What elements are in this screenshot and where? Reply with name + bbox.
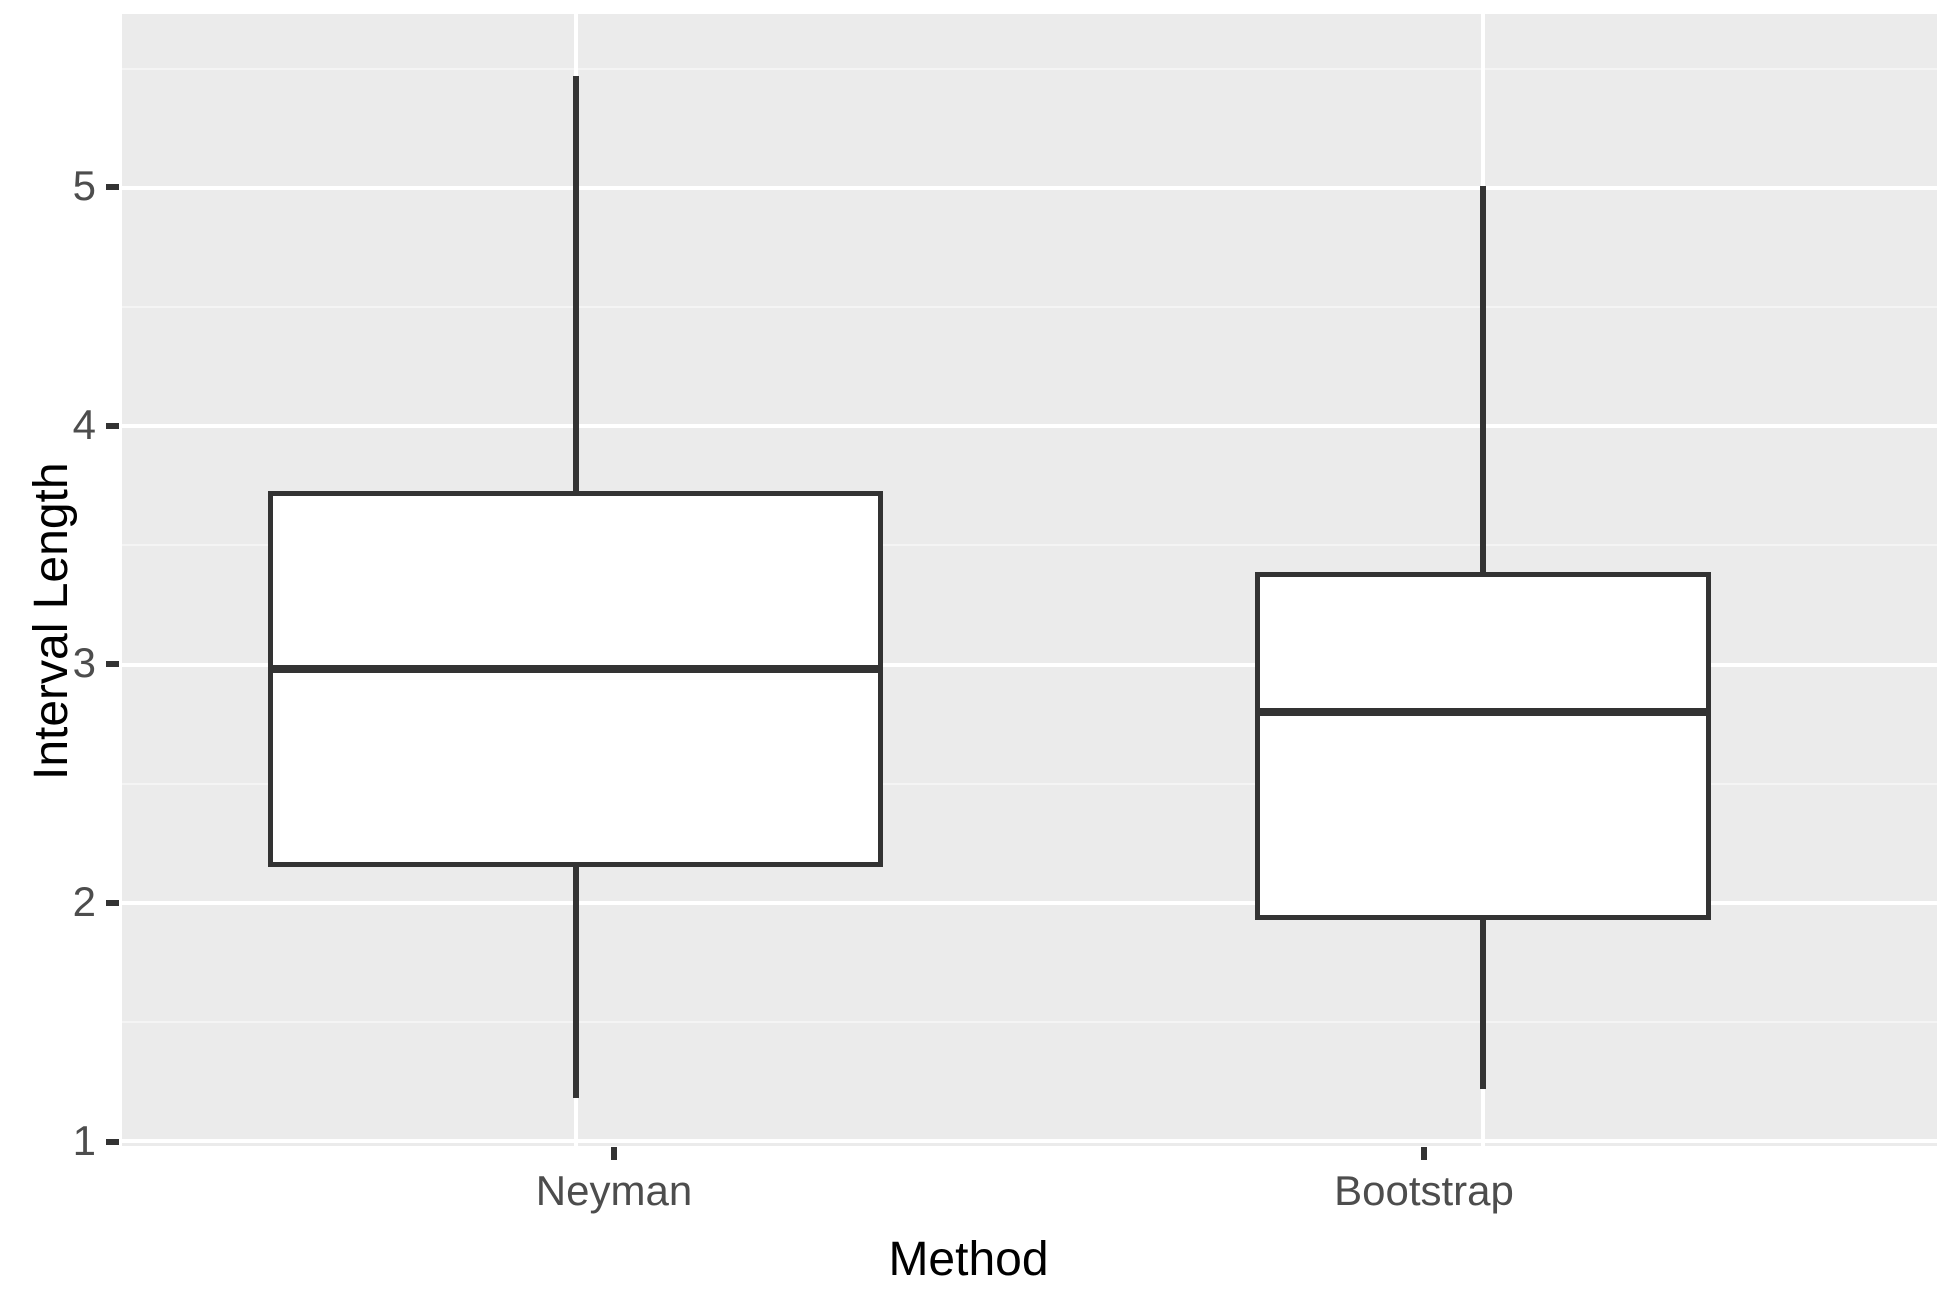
gridline-major-y-4: [122, 424, 1937, 429]
whisker-lower-bootstrap: [1480, 919, 1487, 1089]
x-axis-title: Method: [888, 1233, 1049, 1286]
y-tick-mark-2: [106, 900, 119, 906]
x-tick-mark-bootstrap: [1421, 1147, 1427, 1160]
y-tick-mark-3: [106, 661, 119, 667]
gridline-minor-y-2.5: [122, 782, 1937, 785]
box-bootstrap: [1255, 571, 1712, 920]
whisker-lower-neyman: [572, 867, 579, 1099]
gridline-minor-y-4.5: [122, 306, 1937, 309]
gridline-major-y-1: [122, 1139, 1937, 1144]
y-tick-mark-5: [106, 184, 119, 190]
y-tick-mark-4: [106, 423, 119, 429]
whisker-upper-neyman: [572, 75, 579, 491]
gridline-major-y-2: [122, 900, 1937, 905]
y-tick-mark-1: [106, 1139, 119, 1145]
median-line-neyman: [268, 665, 884, 674]
gridline-major-y-5: [122, 185, 1937, 190]
gridline-major-y-3: [122, 662, 1937, 667]
y-tick-label-2: 2: [72, 878, 96, 925]
plot-panel: [122, 14, 1937, 1146]
x-tick-mark-neyman: [611, 1147, 617, 1160]
y-axis-title: Interval Length: [25, 462, 78, 780]
y-tick-label-4: 4: [72, 401, 96, 448]
box-neyman: [268, 490, 884, 868]
whisker-upper-bootstrap: [1480, 185, 1487, 572]
x-tick-label-neyman: Neyman: [535, 1167, 693, 1214]
y-tick-label-3: 3: [72, 639, 96, 686]
x-tick-label-bootstrap: Bootstrap: [1334, 1167, 1514, 1214]
gridline-minor-y-1.5: [122, 1021, 1937, 1024]
median-line-bootstrap: [1255, 708, 1712, 717]
gridline-minor-y-5.5: [122, 67, 1937, 70]
gridline-minor-y-3.5: [122, 544, 1937, 547]
y-tick-label-1: 1: [72, 1117, 96, 1164]
y-tick-label-5: 5: [72, 162, 96, 209]
